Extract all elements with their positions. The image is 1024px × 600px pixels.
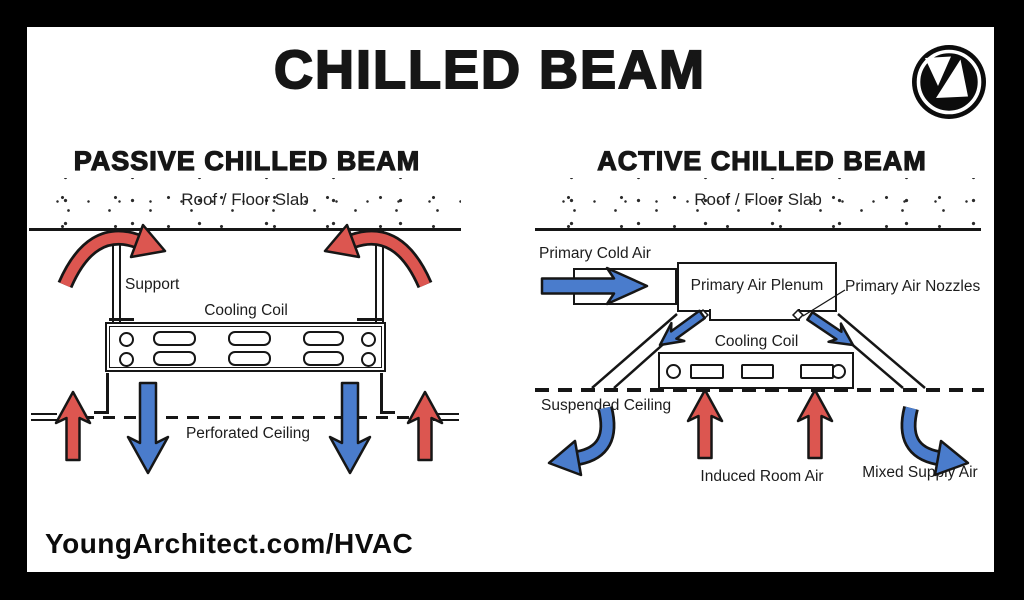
- coil-hanger-right: [357, 318, 382, 321]
- ceiling-break-mark: [433, 419, 459, 421]
- coil-fin-slot: [153, 331, 196, 346]
- coil-pipe-hole: [361, 332, 376, 347]
- coil-fin-slot: [741, 364, 774, 379]
- perforated-ceiling-label: Perforated Ceiling: [185, 425, 311, 442]
- coil-pipe-hole: [119, 332, 134, 347]
- coil-fin-slot: [228, 351, 271, 366]
- passive-slab-label: Roof / Floor Slab: [181, 190, 309, 209]
- mixed-supply-air-label: Mixed Supply Air: [862, 464, 978, 481]
- passive-coil-label: Cooling Coil: [204, 302, 288, 319]
- arrows-overlay: [54, 223, 970, 477]
- coil-hanger-left: [109, 318, 134, 321]
- induced-room-air-arrow: [796, 388, 834, 460]
- supply-duct: [573, 268, 677, 305]
- primary-air-plenum: Primary Air Plenum: [677, 262, 837, 312]
- warm-air-up-arrow: [406, 390, 444, 462]
- coil-fin-slot: [228, 331, 271, 346]
- active-cooling-coil: [658, 352, 854, 389]
- casing-side-right: [380, 373, 383, 414]
- casing-foot-right: [382, 411, 395, 414]
- watermark-url: YoungArchitect.com/HVAC: [45, 528, 414, 559]
- induced-room-air-label: Induced Room Air: [700, 468, 824, 485]
- induced-room-air-arrow: [686, 388, 724, 460]
- coil-fin-slot: [800, 364, 834, 379]
- ceiling-break-mark: [433, 413, 459, 415]
- coil-inner-frame: [109, 326, 382, 368]
- coil-fin-slot: [690, 364, 724, 379]
- coil-pipe-hole: [119, 352, 134, 367]
- casing-foot-left: [94, 411, 107, 414]
- coil-fin-slot: [303, 331, 344, 346]
- mixed-supply-curved-arrow-left: [547, 406, 616, 477]
- ceiling-break-mark: [31, 413, 57, 415]
- active-coil-label: Cooling Coil: [714, 333, 799, 350]
- primary-cold-air-label: Primary Cold Air: [539, 245, 651, 262]
- suspended-ceiling-label: Suspended Ceiling: [541, 397, 672, 414]
- coil-fin-slot: [303, 351, 344, 366]
- plenum-label: Primary Air Plenum: [690, 277, 824, 294]
- young-architect-logo-icon: [912, 45, 986, 119]
- active-slab-label: Roof / Floor Slab: [694, 190, 822, 209]
- diagram-canvas: CHILLED BEAM PASSIVE CHILLED BEAM Roof /…: [27, 27, 994, 572]
- coil-fin-slot: [153, 351, 196, 366]
- ceiling-break-mark: [31, 419, 57, 421]
- active-panel-title: ACTIVE CHILLED BEAM: [597, 145, 927, 176]
- page-title: CHILLED BEAM: [273, 39, 706, 101]
- passive-cooling-coil: [105, 322, 386, 372]
- primary-air-nozzles-label: Primary Air Nozzles: [845, 278, 981, 295]
- suspended-ceiling-line: [535, 388, 984, 392]
- casing-side-left: [106, 373, 109, 414]
- perforated-ceiling-line: [61, 416, 431, 419]
- plenum-nozzle-recess: [709, 309, 800, 321]
- passive-panel-title: PASSIVE CHILLED BEAM: [73, 145, 421, 176]
- support-label: Support: [125, 276, 180, 293]
- coil-pipe-hole: [666, 364, 681, 379]
- warm-air-up-arrow: [54, 390, 92, 462]
- passive-roof-slab: Roof / Floor Slab: [29, 178, 461, 231]
- coil-pipe-hole: [361, 352, 376, 367]
- active-roof-slab: Roof / Floor Slab: [535, 178, 981, 231]
